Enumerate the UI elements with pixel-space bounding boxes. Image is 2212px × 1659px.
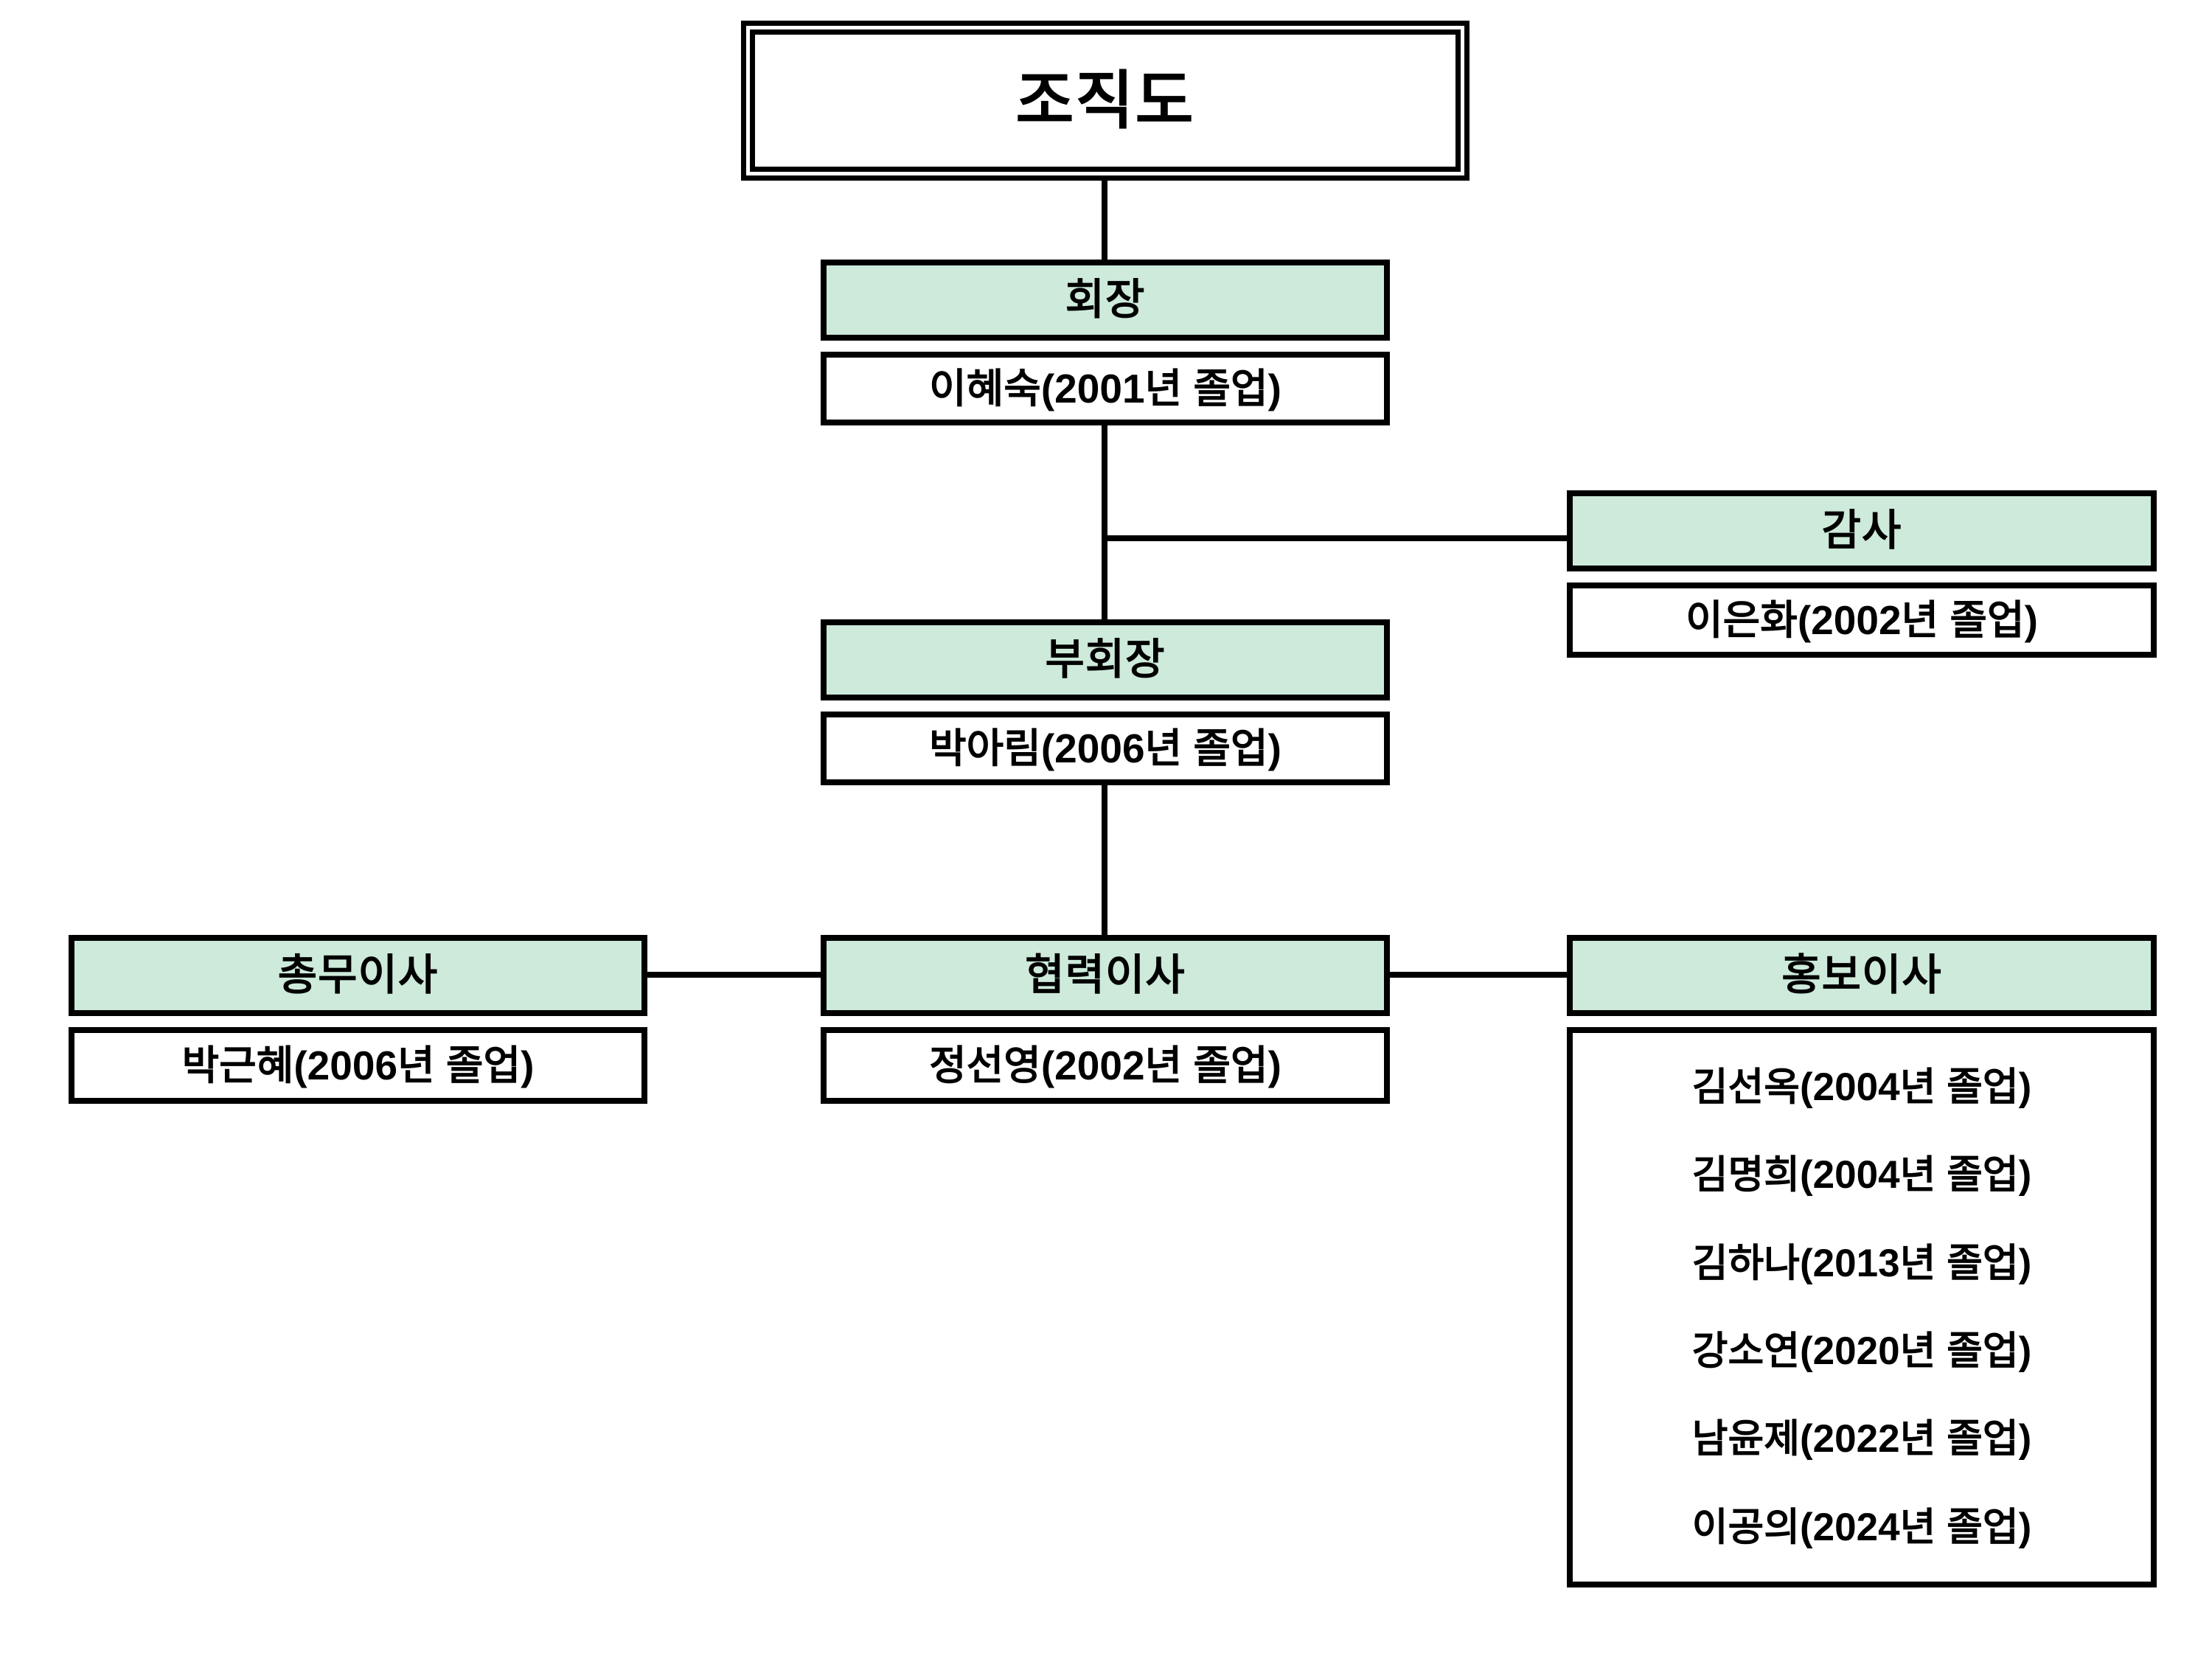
member-item: 박근혜(2006년 졸업) xyxy=(181,1042,535,1088)
node-general-affairs-director-header[interactable]: 총무이사 xyxy=(69,935,647,1016)
member-item: 김명희(2004년 졸업) xyxy=(1691,1153,2032,1197)
member-item: 정선영(2002년 졸업) xyxy=(929,1042,1281,1088)
member-item: 이혜숙(2001년 졸업) xyxy=(929,365,1281,411)
member-item: 강소연(2020년 졸업) xyxy=(1691,1329,2032,1374)
member-item: 김선옥(2004년 졸업) xyxy=(1691,1065,2032,1110)
connector-chairman-to-vicechair xyxy=(1102,417,1107,623)
node-chairman-header[interactable]: 회장 xyxy=(821,260,1390,341)
node-auditor-header[interactable]: 감사 xyxy=(1567,490,2157,571)
node-cooperation-director-members: 정선영(2002년 졸업) xyxy=(821,1027,1390,1104)
node-chairman-members: 이혜숙(2001년 졸업) xyxy=(821,352,1390,425)
node-vice-chairman-role: 부회장 xyxy=(1045,636,1166,684)
node-auditor-role: 감사 xyxy=(1821,507,1902,554)
node-pr-director-members: 김선옥(2004년 졸업) 김명희(2004년 졸업) 김하나(2013년 졸업… xyxy=(1567,1027,2157,1587)
node-auditor[interactable]: 감사 이은화(2002년 졸업) xyxy=(1567,490,2157,658)
node-chairman[interactable]: 회장 이혜숙(2001년 졸업) xyxy=(821,260,1390,425)
node-pr-director-header[interactable]: 홍보이사 xyxy=(1567,935,2157,1016)
member-item: 박아림(2006년 졸업) xyxy=(929,725,1281,771)
node-cooperation-director-role: 협력이사 xyxy=(1025,951,1186,999)
node-vice-chairman-members: 박아림(2006년 졸업) xyxy=(821,712,1390,785)
connector-cooperation-to-pr xyxy=(1385,972,1573,978)
chart-title-box: 조직도 xyxy=(741,21,1470,181)
chart-title-inner-frame: 조직도 xyxy=(750,29,1461,172)
node-general-affairs-director-members: 박근혜(2006년 졸업) xyxy=(69,1027,647,1104)
member-item: 남윤제(2022년 졸업) xyxy=(1691,1417,2032,1461)
connector-cooperation-to-general xyxy=(641,972,826,978)
node-vice-chairman-header[interactable]: 부회장 xyxy=(821,619,1390,700)
node-cooperation-director-header[interactable]: 협력이사 xyxy=(821,935,1390,1016)
node-cooperation-director[interactable]: 협력이사 정선영(2002년 졸업) xyxy=(821,935,1390,1104)
connector-title-to-chairman xyxy=(1102,181,1107,262)
member-item: 김하나(2013년 졸업) xyxy=(1691,1241,2032,1285)
node-pr-director-role: 홍보이사 xyxy=(1781,951,1942,999)
connector-chairman-to-auditor xyxy=(1102,535,1573,541)
connector-vicechair-to-cooperation xyxy=(1102,776,1107,942)
node-vice-chairman[interactable]: 부회장 박아림(2006년 졸업) xyxy=(821,619,1390,785)
member-item: 이공의(2024년 졸업) xyxy=(1691,1505,2032,1549)
member-item: 이은화(2002년 졸업) xyxy=(1686,597,2038,643)
page-title: 조직도 xyxy=(1015,65,1195,136)
node-general-affairs-director-role: 총무이사 xyxy=(277,951,439,999)
node-auditor-members: 이은화(2002년 졸업) xyxy=(1567,582,2157,658)
node-general-affairs-director[interactable]: 총무이사 박근혜(2006년 졸업) xyxy=(69,935,647,1104)
node-pr-director[interactable]: 홍보이사 김선옥(2004년 졸업) 김명희(2004년 졸업) 김하나(201… xyxy=(1567,935,2157,1587)
node-chairman-role: 회장 xyxy=(1065,276,1146,324)
